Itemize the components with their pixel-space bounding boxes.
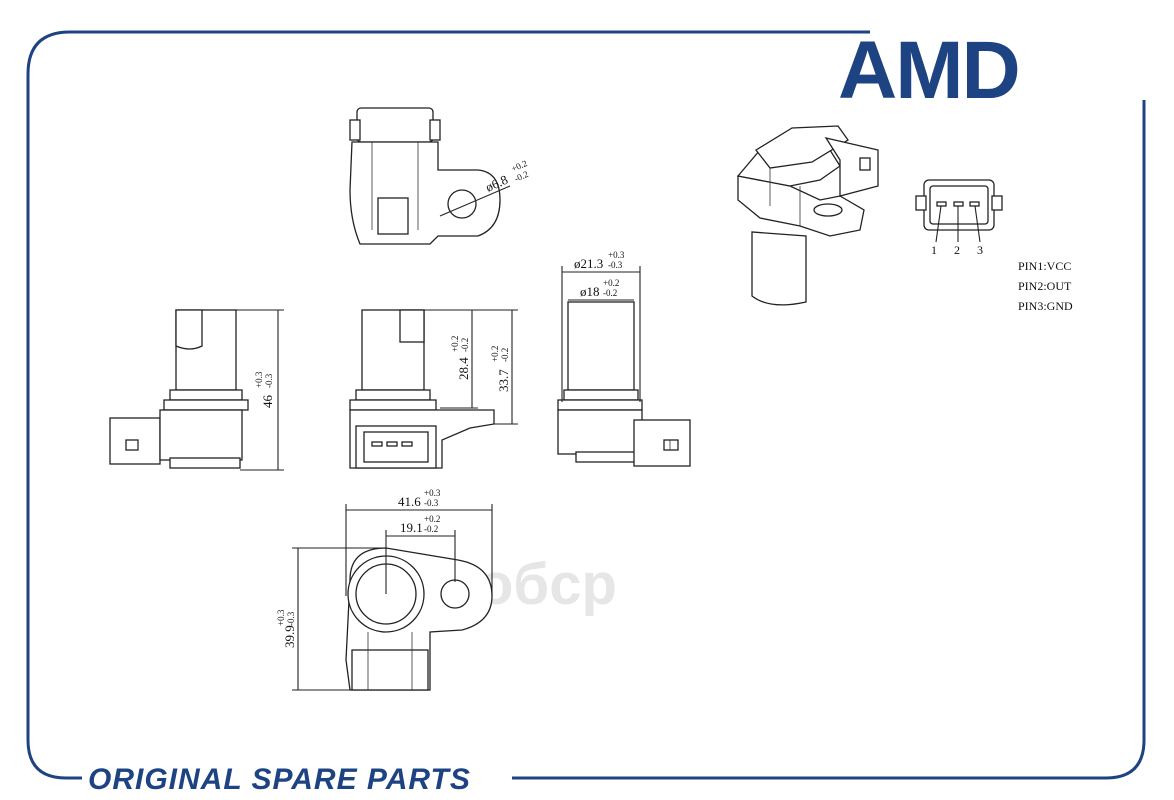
dim-height-total: 46 +0.3 -0.3 <box>236 309 284 471</box>
dim-depth-total: 39.9 +0.3 -0.3 <box>276 547 386 691</box>
dim-height-mid: 28.4 +0.2 -0.2 <box>424 309 478 409</box>
top-view <box>349 107 511 245</box>
dim-body-diameter: ø18 +0.2 -0.2 <box>568 278 634 301</box>
svg-text:39.9: 39.9 <box>282 625 297 648</box>
brand-logo: AMD <box>838 25 1019 116</box>
side-view-left <box>109 309 249 469</box>
watermark-logo: oбcp <box>478 552 617 617</box>
dim-height-flange: 33.7 +0.2 -0.2 <box>478 309 518 425</box>
svg-text:-0.3: -0.3 <box>608 260 623 270</box>
pin-number: 2 <box>954 243 960 257</box>
footer-tagline: ORIGINAL SPARE PARTS <box>88 763 471 796</box>
svg-text:-0.3: -0.3 <box>264 373 274 388</box>
isometric-view <box>736 125 879 306</box>
svg-text:-0.2: -0.2 <box>460 338 470 352</box>
pin-label: PIN1:VCC <box>1018 259 1071 273</box>
pin-number: 3 <box>977 243 983 257</box>
svg-text:+0.2: +0.2 <box>424 514 440 524</box>
dim-width-total: 41.6 +0.3 -0.3 <box>345 488 493 596</box>
drawing-frame <box>26 30 870 780</box>
svg-text:+0.2: +0.2 <box>490 346 500 362</box>
dim-outer-diameter: ø21.3 +0.3 -0.3 <box>561 250 641 402</box>
svg-text:+0.2: +0.2 <box>603 278 619 288</box>
bottom-view <box>345 547 493 691</box>
svg-text:+0.3: +0.3 <box>608 250 625 260</box>
svg-text:+0.3: +0.3 <box>276 609 286 626</box>
svg-text:+0.3: +0.3 <box>254 371 264 388</box>
svg-text:19.1: 19.1 <box>400 520 423 535</box>
svg-text:46: 46 <box>260 395 275 409</box>
pin-number: 1 <box>931 243 937 257</box>
svg-text:+0.3: +0.3 <box>424 488 441 498</box>
svg-text:ø18: ø18 <box>580 284 600 299</box>
svg-text:-0.2: -0.2 <box>424 524 438 534</box>
svg-text:+0.2: +0.2 <box>450 336 460 352</box>
svg-text:33.7: 33.7 <box>496 369 511 392</box>
svg-text:-0.3: -0.3 <box>286 611 296 626</box>
svg-text:-0.2: -0.2 <box>500 348 510 362</box>
pin-connector-detail <box>915 179 1003 243</box>
svg-text:-0.3: -0.3 <box>424 498 439 508</box>
pin-label: PIN3:GND <box>1018 299 1073 313</box>
svg-text:28.4: 28.4 <box>456 357 471 380</box>
drawing-frame-right <box>512 100 1146 780</box>
front-view <box>349 309 495 469</box>
svg-text:-0.2: -0.2 <box>603 288 617 298</box>
side-view-right <box>557 301 691 467</box>
svg-text:ø21.3: ø21.3 <box>574 256 603 271</box>
dim-hole-spacing: 19.1 +0.2 -0.2 <box>385 514 456 594</box>
pin-label: PIN2:OUT <box>1018 279 1072 293</box>
svg-text:41.6: 41.6 <box>398 494 421 509</box>
